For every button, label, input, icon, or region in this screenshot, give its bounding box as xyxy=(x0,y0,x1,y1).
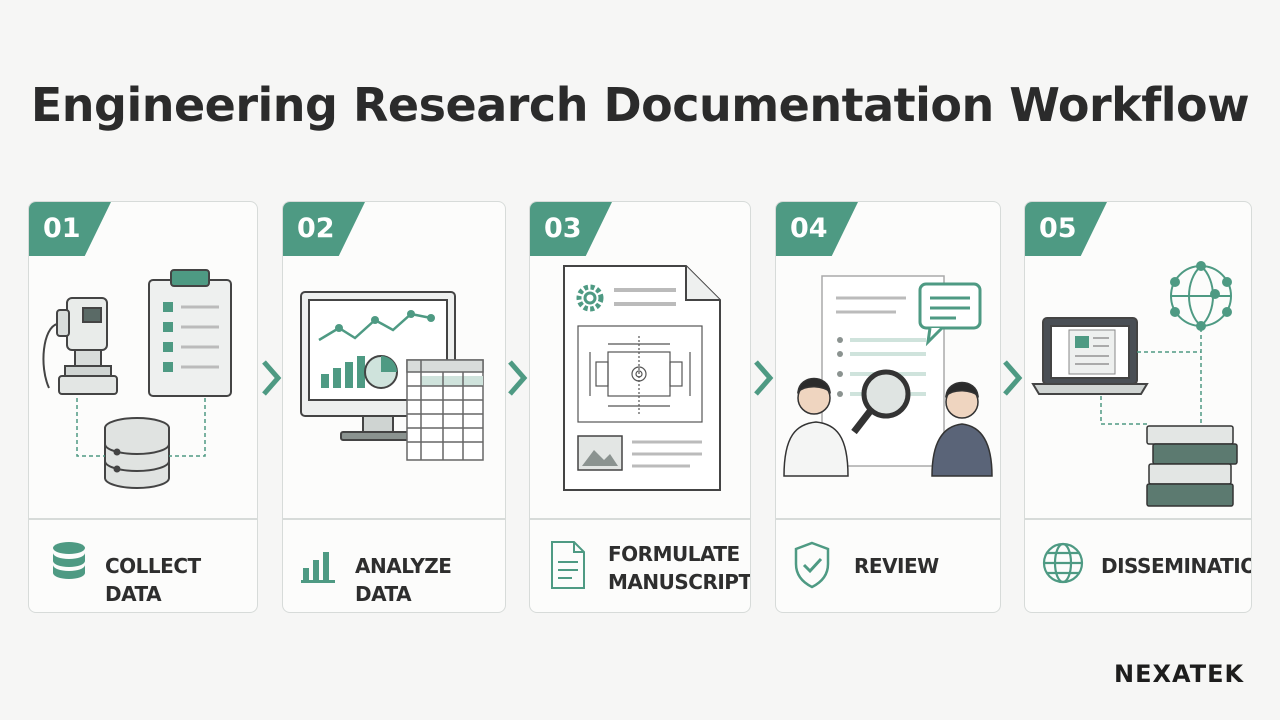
laptop-icon xyxy=(1031,317,1149,395)
step-number-badge: 01 xyxy=(29,202,111,256)
card-divider xyxy=(776,518,1000,520)
manuscript-illustration xyxy=(563,265,721,491)
data-collection-illustration xyxy=(42,269,232,489)
gear-icon xyxy=(576,284,604,312)
data-analysis-illustration xyxy=(300,291,484,461)
step-number-badge: 05 xyxy=(1025,202,1107,256)
reviewer-left-icon xyxy=(783,377,849,477)
magnifying-glass-icon xyxy=(851,369,911,435)
step-label: FORMULATE MANUSCRIPT xyxy=(608,542,751,594)
dissemination-illustration xyxy=(1031,261,1238,507)
chevron-right-icon xyxy=(262,360,282,396)
books-stack-icon xyxy=(1146,425,1238,507)
image-placeholder-icon xyxy=(577,435,623,471)
step-number-badge: 04 xyxy=(776,202,858,256)
card-divider xyxy=(29,518,257,520)
speech-bubble-icon xyxy=(918,282,982,347)
bar-chart-icon xyxy=(301,552,335,583)
clipboard-checklist-icon xyxy=(148,269,232,397)
database-icon xyxy=(53,542,85,579)
step-label: COLLECT DATA xyxy=(105,554,201,606)
chevron-right-icon xyxy=(508,360,528,396)
page-title: Engineering Research Documentation Workf… xyxy=(30,78,1250,132)
document-icon xyxy=(551,541,585,589)
chevron-right-icon xyxy=(754,360,774,396)
peer-review-illustration xyxy=(783,275,993,477)
step-card-dissemination: 05 xyxy=(1024,201,1252,613)
sensor-device-icon xyxy=(42,297,118,395)
card-divider xyxy=(1025,518,1251,520)
brand-logo: NEXATEK xyxy=(1114,660,1245,688)
step-label: ANALYZE DATA xyxy=(355,554,452,606)
step-card-review: 04 xyxy=(775,201,1001,613)
card-divider xyxy=(530,518,750,520)
network-globe-icon xyxy=(1170,261,1232,331)
spreadsheet-icon xyxy=(406,359,484,461)
step-number-badge: 03 xyxy=(530,202,612,256)
step-card-formulate-manuscript: 03 xyxy=(529,201,751,613)
step-label: REVIEW xyxy=(854,554,939,578)
step-card-collect-data: 01 xyxy=(28,201,258,613)
step-label: DISSEMINATION xyxy=(1101,554,1251,578)
step-number-badge: 02 xyxy=(283,202,365,256)
globe-icon xyxy=(1042,542,1084,584)
document-page-icon xyxy=(563,265,721,491)
technical-drawing-icon xyxy=(577,325,703,423)
card-divider xyxy=(283,518,505,520)
reviewer-right-icon xyxy=(931,381,993,477)
shield-check-icon xyxy=(794,541,830,589)
step-card-analyze-data: 02 xyxy=(282,201,506,613)
chevron-right-icon xyxy=(1003,360,1023,396)
database-cylinder-icon xyxy=(104,417,170,489)
